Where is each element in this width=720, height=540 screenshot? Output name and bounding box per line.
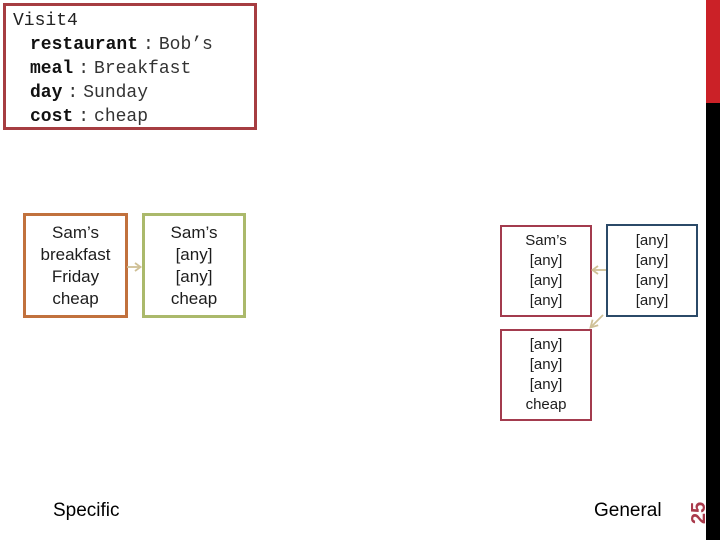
hypothesis-line: [any]	[175, 244, 213, 264]
visit-card: Visit4 restaurant:Bob’s meal:Breakfast d…	[3, 3, 257, 130]
hypothesis-line: Sam’s	[170, 222, 218, 242]
hypothesis-line: [any]	[529, 292, 563, 309]
attribute-separator: :	[67, 83, 79, 103]
general-hypothesis-box-1: Sam’s [any] [any] [any]	[500, 225, 592, 317]
edge-bar-red	[706, 0, 720, 103]
general-label: General	[594, 500, 662, 521]
hypothesis-line: [any]	[529, 336, 563, 353]
general-hypothesis-box-2: [any] [any] [any] [any]	[606, 224, 698, 317]
hypothesis-line: [any]	[529, 356, 563, 373]
hypothesis-line: cheap	[170, 288, 218, 308]
hypothesis-line: [any]	[635, 231, 669, 249]
arrow-right-icon	[127, 262, 143, 272]
attribute-value: Bob’s	[158, 35, 213, 55]
attribute-name: day	[30, 83, 63, 103]
hypothesis-line: [any]	[635, 271, 669, 289]
attribute-separator: :	[78, 107, 90, 127]
visit-attribute-day: day:Sunday	[13, 81, 254, 105]
specific-label: Specific	[53, 500, 120, 521]
visit-attribute-cost: cost:cheap	[13, 105, 254, 129]
general-hypothesis-box-3: [any] [any] [any] cheap	[500, 329, 592, 421]
arrow-down-left-icon	[589, 314, 604, 329]
hypothesis-line: cheap	[525, 396, 567, 413]
attribute-name: cost	[30, 107, 74, 127]
attribute-value: Sunday	[83, 83, 149, 103]
hypothesis-line: [any]	[529, 252, 563, 269]
visit-card-title: Visit4	[13, 11, 78, 31]
hypothesis-line: [any]	[175, 266, 213, 286]
attribute-name: restaurant	[30, 35, 139, 55]
hypothesis-line: Friday	[51, 266, 100, 286]
attribute-value: cheap	[94, 107, 149, 127]
specific-hypothesis-box-2: Sam’s [any] [any] cheap	[142, 213, 246, 318]
hypothesis-line: Sam’s	[525, 232, 567, 249]
hypothesis-line: [any]	[529, 272, 563, 289]
hypothesis-line: [any]	[529, 376, 563, 393]
hypothesis-line: cheap	[52, 288, 99, 308]
attribute-separator: :	[78, 59, 90, 79]
hypothesis-line: [any]	[635, 251, 669, 269]
hypothesis-line: Sam’s	[52, 222, 99, 242]
attribute-name: meal	[30, 59, 74, 79]
arrow-left-icon	[590, 265, 606, 275]
specific-hypothesis-box-1: Sam’s breakfast Friday cheap	[23, 213, 128, 318]
edge-bar-black	[706, 103, 720, 540]
attribute-value: Breakfast	[94, 59, 192, 79]
visit-attribute-meal: meal:Breakfast	[13, 57, 254, 81]
hypothesis-line: [any]	[635, 291, 669, 309]
hypothesis-line: breakfast	[40, 244, 111, 264]
attribute-separator: :	[143, 35, 154, 55]
visit-attribute-restaurant: restaurant:Bob’s	[13, 33, 254, 57]
